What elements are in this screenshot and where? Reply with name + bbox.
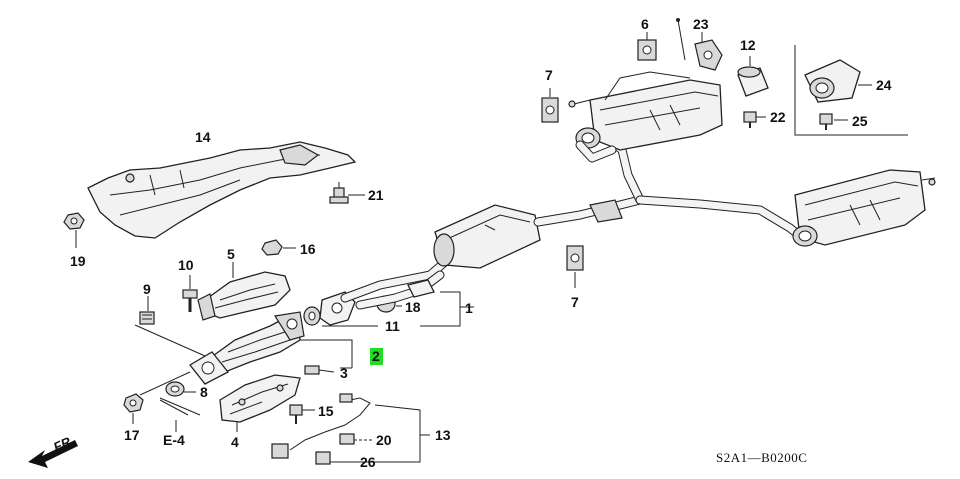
hanger-rubber-7-top-part[interactable]: [541, 88, 559, 123]
hanger-rubber-7-bottom-part[interactable]: [566, 245, 584, 288]
callout-13[interactable]: 13: [435, 427, 451, 443]
center-pipe-part[interactable]: [533, 137, 805, 241]
callout-2-highlight: [370, 348, 383, 365]
callout-21[interactable]: 21: [368, 187, 384, 203]
bolt-22-part[interactable]: [743, 111, 766, 128]
diagram-code: S2A1—B0200C: [716, 450, 807, 465]
callout-14[interactable]: 14: [195, 129, 211, 145]
middle-pipe-resonator-part[interactable]: [340, 204, 541, 327]
callout-25[interactable]: 25: [852, 113, 868, 129]
callout-8[interactable]: 8: [200, 384, 208, 400]
callout-1[interactable]: 1: [465, 300, 473, 316]
clip-26-part[interactable]: [315, 451, 355, 465]
callout-10[interactable]: 10: [178, 257, 194, 273]
callout-16[interactable]: 16: [300, 241, 316, 257]
nut-16-part[interactable]: [261, 239, 296, 256]
bolt-21-part[interactable]: [329, 182, 365, 204]
callout-19[interactable]: 19: [70, 253, 86, 269]
callout-6[interactable]: 6: [641, 16, 649, 32]
callout-20[interactable]: 20: [376, 432, 392, 448]
callout-9[interactable]: 9: [143, 281, 151, 297]
callout-5[interactable]: 5: [227, 246, 235, 262]
callout-17[interactable]: 17: [124, 427, 140, 443]
callout-23[interactable]: 23: [693, 16, 709, 32]
front-arrow-icon: [28, 440, 78, 468]
upper-catalytic-converter-part[interactable]: [197, 262, 291, 321]
clip-20-part[interactable]: [339, 433, 372, 445]
callout-7-bottom[interactable]: 7: [571, 294, 579, 310]
callout-2[interactable]: 2: [372, 348, 380, 364]
callout-11[interactable]: 11: [385, 318, 400, 334]
bolt-3-part[interactable]: [304, 365, 335, 375]
front-label: FR.: [51, 433, 76, 455]
callout-26[interactable]: 26: [360, 454, 376, 470]
bolt-10-part[interactable]: [182, 275, 198, 312]
nut-19-part[interactable]: [63, 212, 85, 248]
callout-22[interactable]: 22: [770, 109, 786, 125]
callout-18[interactable]: 18: [405, 299, 421, 315]
exhaust-tip-12-part[interactable]: [737, 56, 769, 97]
callout-2-bracket: [300, 339, 353, 369]
leader-lines-left: [134, 324, 206, 416]
heat-shield-part[interactable]: [87, 141, 357, 239]
callout-4[interactable]: 4: [231, 434, 239, 450]
front-pipe-converter-part[interactable]: [189, 311, 305, 385]
callout-12[interactable]: 12: [740, 37, 756, 53]
callout-3[interactable]: 3: [340, 365, 348, 381]
bolt-25-part[interactable]: [819, 113, 848, 130]
hanger-rubber-6-part[interactable]: [637, 32, 657, 61]
lower-heat-shield-part[interactable]: [219, 374, 301, 432]
exhaust-finisher-24-part[interactable]: [804, 59, 872, 103]
stud-9-part[interactable]: [139, 296, 155, 325]
reference-label: E-4: [163, 432, 185, 448]
hanger-rubber-23-part[interactable]: [676, 18, 723, 71]
callout-24[interactable]: 24: [876, 77, 892, 93]
callout-15[interactable]: 15: [318, 403, 334, 419]
left-muffler-part[interactable]: [568, 71, 723, 163]
gasket-8-part[interactable]: [165, 381, 196, 397]
nut-17-part[interactable]: [123, 393, 144, 424]
callout-7-top[interactable]: 7: [545, 67, 553, 83]
bolt-15-part[interactable]: [289, 404, 315, 424]
right-muffler-part[interactable]: [792, 169, 936, 247]
inset-box: [794, 45, 908, 136]
oxygen-sensor-part[interactable]: [271, 393, 430, 463]
